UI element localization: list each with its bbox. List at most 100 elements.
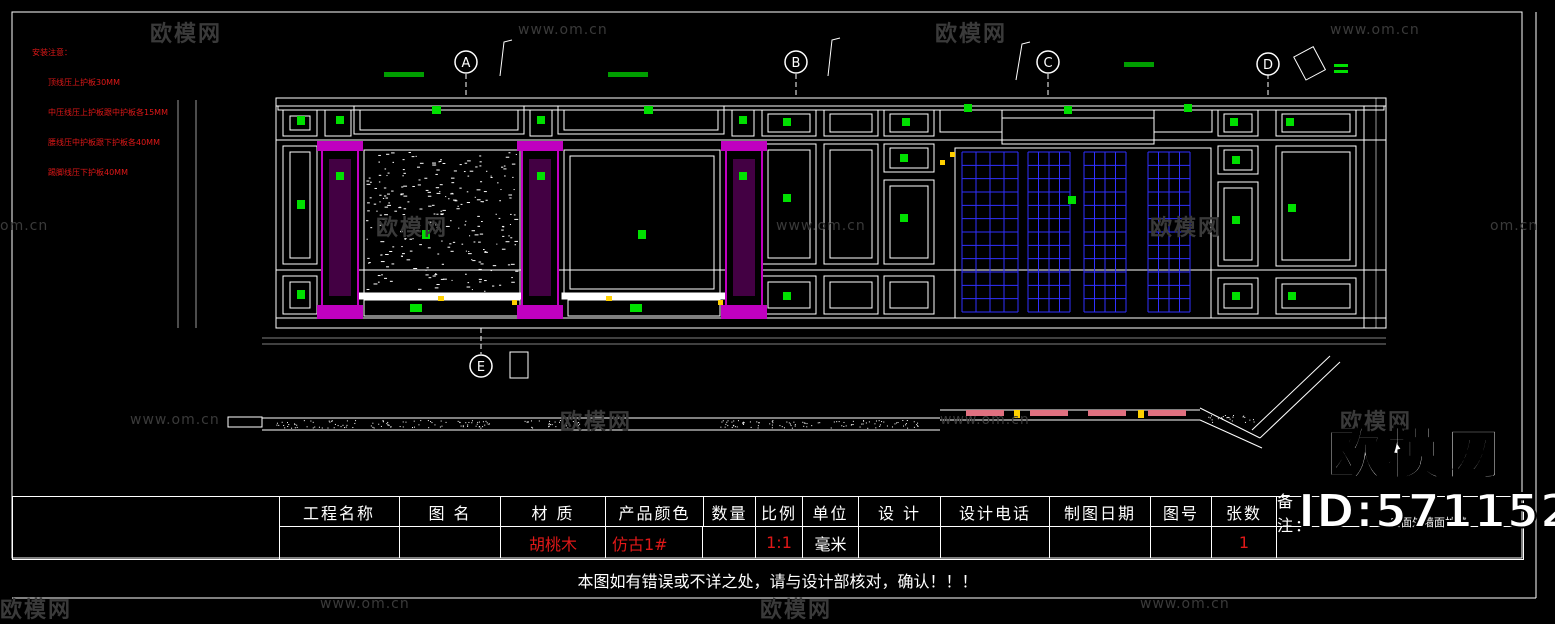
marble-speck	[386, 266, 390, 268]
marble-speck	[386, 153, 390, 155]
marble-speck	[383, 187, 387, 189]
plan-speck	[354, 422, 356, 424]
marble-speck	[467, 175, 470, 177]
marble-speck	[434, 274, 438, 276]
plan-speck	[772, 422, 774, 424]
marble-speck	[448, 198, 450, 200]
plan-speck	[294, 427, 296, 429]
marble-speck	[510, 213, 512, 215]
value-material: 胡桃木	[501, 527, 606, 558]
plan-speck	[460, 425, 462, 427]
marble-speck	[505, 241, 510, 243]
plan-speck	[382, 420, 384, 422]
plan-speck	[549, 420, 551, 422]
marble-speck	[465, 220, 467, 222]
plan-speck	[819, 422, 821, 424]
marble-speck	[389, 250, 393, 252]
marble-speck	[465, 250, 467, 252]
marble-speck	[379, 224, 382, 226]
marble-speck	[418, 288, 422, 290]
marble-speck	[413, 268, 418, 270]
plan-speck	[284, 427, 286, 429]
callout-b: B	[792, 56, 801, 71]
plan-speck	[879, 424, 881, 426]
marble-speck	[436, 213, 439, 215]
marble-speck	[392, 246, 395, 248]
plan-speck	[894, 423, 896, 425]
marble-speck	[379, 221, 381, 223]
brand-id: ID:5711520	[1297, 484, 1555, 538]
watermark-url: www.om.cn	[130, 412, 220, 428]
marble-speck	[387, 172, 390, 174]
marble-speck	[416, 229, 420, 231]
marble-speck	[513, 214, 516, 216]
plan-speck	[344, 427, 346, 429]
plan-speck	[572, 421, 574, 423]
marble-speck	[512, 176, 514, 178]
marble-speck	[443, 278, 447, 280]
marble-speck	[469, 170, 474, 172]
plan-speck	[886, 425, 888, 427]
plan-speck	[559, 420, 561, 422]
marble-speck	[400, 231, 403, 233]
plan-speck	[781, 426, 783, 428]
marble-speck	[502, 226, 505, 228]
marble-speck	[496, 243, 498, 245]
plan-speck	[803, 422, 805, 424]
plan-speck	[373, 427, 375, 429]
plan-speck	[345, 426, 347, 428]
plan-speck	[804, 422, 806, 424]
plan-speck	[843, 425, 845, 427]
callout-circles	[454, 50, 1280, 378]
watermark-brand: 欧模网	[1340, 410, 1413, 435]
marble-speck	[499, 284, 502, 286]
marble-speck	[382, 218, 385, 220]
plan-speck	[296, 424, 298, 426]
marble-speck	[400, 193, 404, 195]
plan-speck	[548, 426, 550, 428]
marble-speck	[508, 194, 513, 196]
marble-speck	[466, 202, 471, 204]
plan-speck	[566, 425, 568, 427]
marble-speck	[419, 162, 424, 164]
marble-speck	[490, 270, 493, 272]
plan-speck	[378, 423, 380, 425]
plan-blocks	[1014, 410, 1144, 418]
plan-speck	[772, 420, 774, 422]
marble-speck	[402, 214, 406, 216]
marble-speck	[492, 285, 495, 287]
plan-speck	[467, 425, 469, 427]
plan-speck	[478, 421, 480, 423]
plan-speck	[482, 426, 484, 428]
marble-speck	[515, 153, 517, 155]
plan-speck	[868, 421, 870, 423]
plan-speck	[428, 427, 430, 429]
marble-speck	[428, 205, 432, 207]
plan-speck	[548, 424, 550, 426]
plan-speck	[875, 420, 877, 422]
pillars	[317, 141, 767, 319]
marble-speck	[399, 206, 401, 208]
plan-speck	[790, 423, 792, 425]
plan-speck	[758, 422, 760, 424]
marble-speck	[484, 251, 488, 253]
marble-speck	[425, 269, 427, 271]
marble-speck	[445, 225, 450, 227]
plan-speck	[548, 425, 550, 427]
marble-speck	[483, 249, 485, 251]
plan-speck	[917, 425, 919, 427]
plan-speck	[1249, 419, 1251, 421]
plan-speck	[346, 424, 348, 426]
plan-speck	[1222, 418, 1224, 420]
sheet-name: 店面外墙面护墙	[1388, 514, 1469, 530]
plan-speck	[562, 424, 564, 426]
marble-speck	[366, 288, 370, 290]
marble-speck	[425, 274, 429, 276]
plan-speck	[342, 424, 344, 426]
plan-speck	[471, 422, 473, 424]
plan-speck	[725, 423, 727, 425]
plan-speck	[388, 424, 390, 426]
plan-speck	[743, 423, 745, 425]
plan-speck	[538, 420, 540, 422]
plan-speck	[859, 426, 861, 428]
